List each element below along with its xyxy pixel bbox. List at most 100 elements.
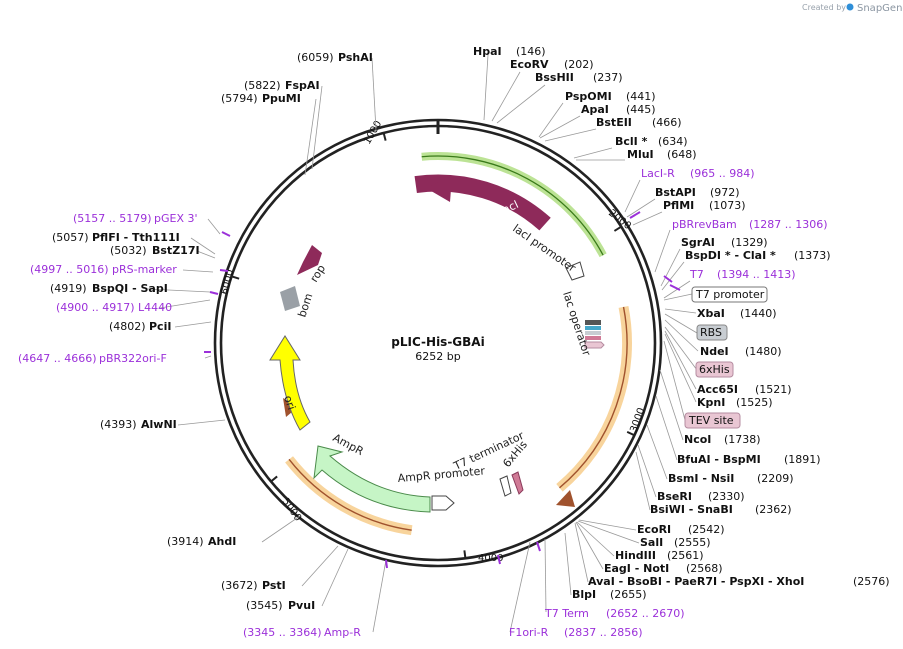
site-ncoi[interactable]: NcoI <box>684 433 711 446</box>
site-ecorv[interactable]: EcoRV <box>510 58 549 71</box>
tev-block[interactable] <box>584 341 605 349</box>
site-ndei[interactable]: NdeI <box>700 345 729 358</box>
primer-pgex3[interactable]: pGEX 3' <box>154 212 198 225</box>
leader-line <box>654 229 671 273</box>
site-bsteii[interactable]: BstEII <box>596 116 632 129</box>
insert-arc-line <box>559 306 628 489</box>
site-bsshii-pos: (237) <box>593 71 623 84</box>
leader-line <box>574 522 589 583</box>
leader-line <box>311 85 323 170</box>
feature-tev-site: TEV site <box>688 414 734 427</box>
laci-promoter-arrow[interactable] <box>565 261 585 281</box>
primer-l4440[interactable]: L4440 <box>138 301 172 314</box>
site-fspai[interactable]: FspAI <box>285 79 320 92</box>
site-bcli[interactable]: BclI * <box>615 135 648 148</box>
tev-site-box[interactable] <box>684 412 741 429</box>
leader-line <box>637 444 657 498</box>
site-ahdi-pos: (3914) <box>167 535 204 548</box>
site-psti[interactable]: PstI <box>262 579 286 592</box>
leader-line <box>564 532 572 596</box>
site-sapi[interactable]: BspQI - SapI <box>92 282 168 295</box>
ampr-promoter-arrow[interactable] <box>431 495 455 511</box>
site-nsii[interactable]: BsmI - NsiI <box>668 472 734 485</box>
ori-arrow[interactable] <box>269 335 311 431</box>
ampr-arrow[interactable] <box>313 445 431 513</box>
site-xhoi[interactable]: AvaI - BsoBI - PaeR7I - PspXI - XhoI <box>588 575 804 588</box>
site-pshai[interactable]: PshAI <box>338 51 373 64</box>
rbs-box[interactable] <box>696 324 728 341</box>
site-alwni[interactable]: AlwNI <box>141 418 177 431</box>
plasmid-name: pLIC-His-GBAi <box>391 335 484 349</box>
primer-site-mark <box>219 269 229 272</box>
site-hpai[interactable]: HpaI <box>473 45 502 58</box>
primer-t7-term[interactable]: T7 Term <box>544 607 589 620</box>
site-bstapi[interactable]: BstAPI <box>655 186 696 199</box>
leader-line <box>659 369 684 441</box>
primer-f1ori-r[interactable]: F1ori-R <box>509 626 549 639</box>
site-sgrai[interactable]: SgrAI <box>681 236 715 249</box>
primer-laci-r[interactable]: LacI-R <box>641 167 675 180</box>
6xhis-marker[interactable] <box>511 471 524 495</box>
leader-line <box>626 198 656 218</box>
site-ecori[interactable]: EcoRI <box>637 523 671 536</box>
primer-pbr322ori-f-range: (4647 .. 4666) <box>18 352 97 365</box>
site-blpi[interactable]: BlpI <box>572 588 596 601</box>
site-ahdi[interactable]: AhdI <box>208 535 236 548</box>
rop-arrow[interactable] <box>297 245 322 275</box>
site-bstapi-pos: (972) <box>710 186 740 199</box>
t7-promoter-block[interactable] <box>585 326 601 330</box>
primer-amp-r[interactable]: Amp-R <box>324 626 361 639</box>
site-hindiii[interactable]: HindIII <box>615 549 656 562</box>
site-bstz17i[interactable]: BstZ17I <box>152 244 200 257</box>
plasmid-size: 6252 bp <box>415 350 460 363</box>
6xhis-block[interactable] <box>585 336 601 340</box>
site-snabi[interactable]: BsiWI - SnaBI <box>650 503 733 516</box>
primer-pbrrevbam[interactable]: pBRrevBam <box>672 218 737 231</box>
feature-rbs: RBS <box>700 326 722 339</box>
site-pcii[interactable]: PciI <box>149 320 171 333</box>
feature-bom-label: bom <box>295 292 315 319</box>
t7-promoter-box[interactable] <box>691 286 768 303</box>
site-pspomi[interactable]: PspOMI <box>565 90 612 103</box>
site-pvui[interactable]: PvuI <box>288 599 315 612</box>
primer-t7[interactable]: T7 <box>689 268 704 281</box>
t7-terminator-marker[interactable] <box>499 475 512 497</box>
brand-created-by: Created by <box>802 3 846 12</box>
site-kpni[interactable]: KpnI <box>697 396 725 409</box>
primer-pbr322ori-f[interactable]: pBR322ori-F <box>99 352 167 365</box>
leader-line <box>182 269 214 273</box>
site-bsshii[interactable]: BssHII <box>535 71 574 84</box>
site-sali[interactable]: SalI <box>640 536 663 549</box>
site-bspmi[interactable]: BfuAI - BspMI <box>677 453 761 466</box>
lac-operator-block[interactable] <box>585 320 601 325</box>
site-tth111i[interactable]: PflFI - Tth111I <box>92 231 180 244</box>
leader-line <box>575 521 604 570</box>
site-clai[interactable]: BspDI * - ClaI * <box>685 249 776 262</box>
leader-line <box>664 333 697 403</box>
site-xbai[interactable]: XbaI <box>697 307 725 320</box>
leader-lines <box>147 54 699 633</box>
bom-box[interactable] <box>280 286 300 311</box>
site-mlui[interactable]: MluI <box>627 148 654 161</box>
6xhis-box[interactable] <box>695 361 734 378</box>
tick-6000 <box>382 132 387 141</box>
laci-arrow[interactable] <box>414 174 551 231</box>
primer-site-mark <box>669 284 681 291</box>
site-apai[interactable]: ApaI <box>581 103 609 116</box>
tick-2000 <box>626 430 635 437</box>
site-bsteii-pos: (466) <box>652 116 682 129</box>
leader-line <box>655 395 678 461</box>
leader-line <box>207 218 221 235</box>
primer-prs-marker[interactable]: pRS-marker <box>112 263 177 276</box>
site-bseri[interactable]: BseRI <box>657 490 692 503</box>
site-noti[interactable]: EagI - NotI <box>604 562 669 575</box>
site-ndei-pos: (1480) <box>745 345 782 358</box>
leader-line <box>663 340 686 421</box>
leader-line <box>371 57 377 131</box>
leader-line <box>483 54 489 121</box>
site-ncoi-pos: (1738) <box>724 433 761 446</box>
site-pflmi[interactable]: PflMI <box>663 199 694 212</box>
rbs-block[interactable] <box>585 331 601 335</box>
site-acc65i[interactable]: Acc65I <box>697 383 738 396</box>
site-ppumi[interactable]: PpuMI <box>262 92 301 105</box>
